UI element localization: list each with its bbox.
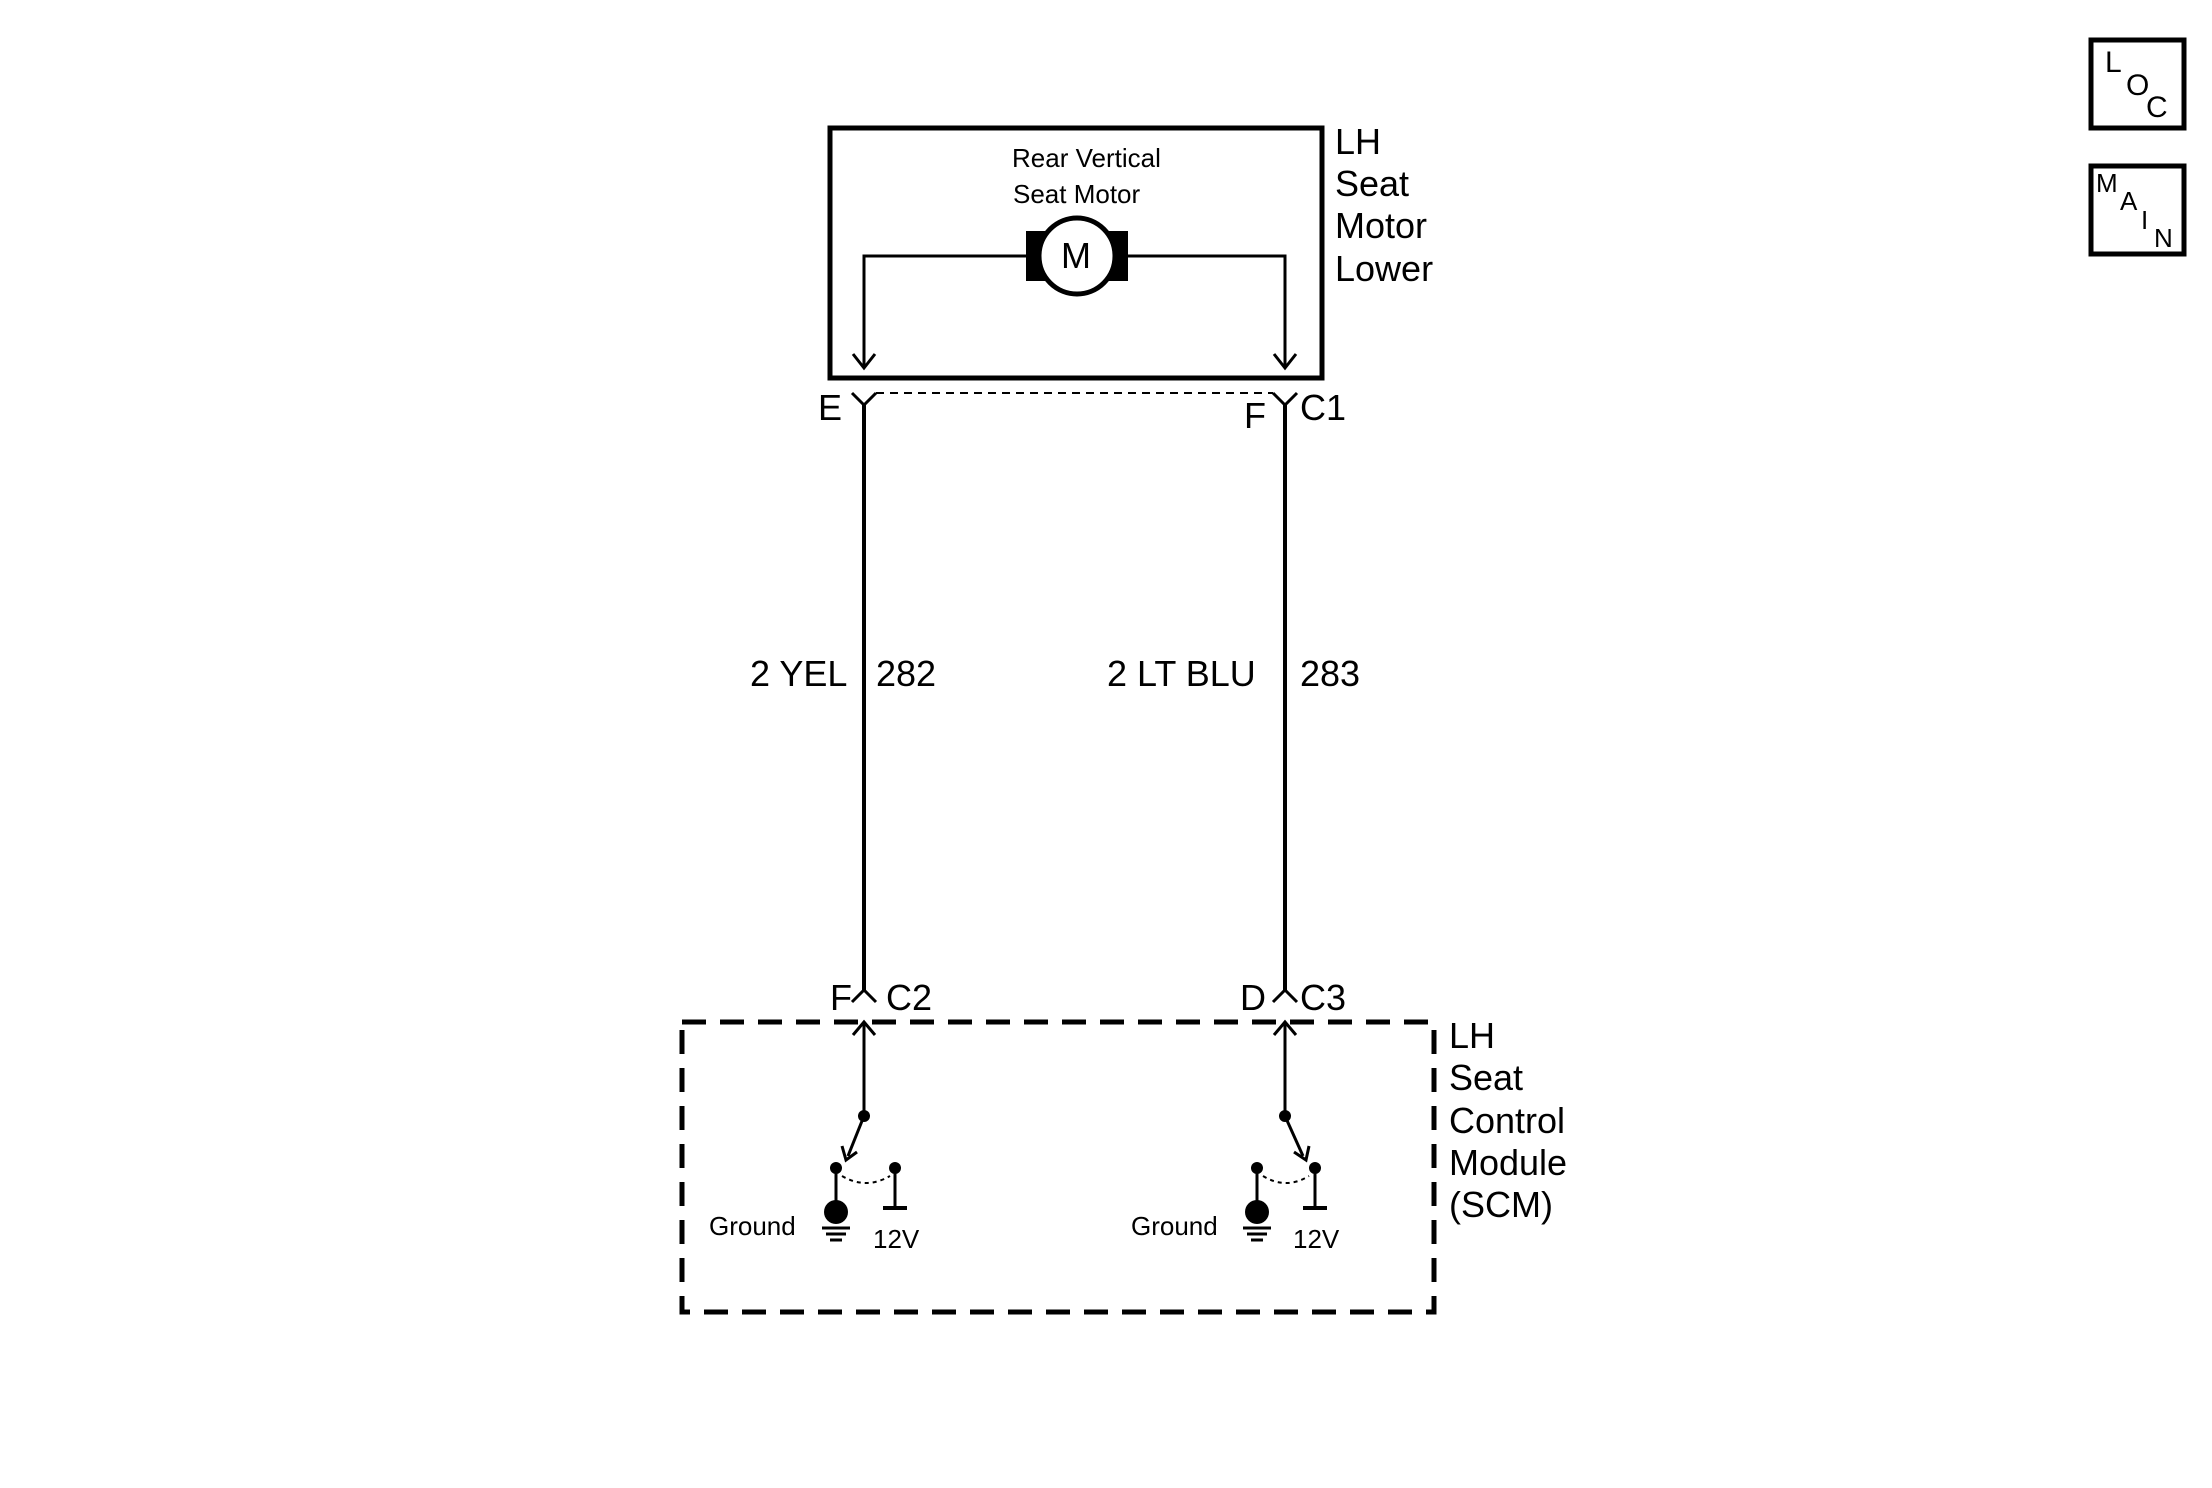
connector-female-icon — [850, 391, 878, 408]
wire-283-circuit: 283 — [1300, 653, 1360, 694]
motor-name-line-4: Lower — [1335, 248, 1433, 289]
pin-label-d-c3: D — [1240, 977, 1266, 1018]
main-letter-n: N — [2154, 223, 2173, 253]
switch-icon — [1251, 1019, 1327, 1210]
ground-icon — [1243, 1200, 1271, 1242]
main-letter-m: M — [2096, 168, 2118, 198]
module-name-line-5: (SCM) — [1449, 1184, 1553, 1225]
connector-label-c3: C3 — [1300, 977, 1346, 1018]
loc-letter-o: O — [2126, 69, 2149, 102]
motor-name-line-3: Motor — [1335, 205, 1427, 246]
ground-icon — [822, 1200, 850, 1242]
pin-label-f-c2: F — [830, 977, 852, 1018]
left-ground-label: Ground — [709, 1211, 796, 1241]
motor-name-line-2: Seat — [1335, 163, 1409, 204]
motor-symbol-label: M — [1061, 235, 1091, 276]
connector-female-icon — [1271, 391, 1299, 408]
connector-label-c2: C2 — [886, 977, 932, 1018]
arrow-down-icon — [851, 353, 877, 371]
motor-label-line-2: Seat Motor — [1013, 179, 1141, 209]
motor-component-box — [827, 125, 1325, 381]
module-name-line-3: Control — [1449, 1100, 1565, 1141]
right-ground-label: Ground — [1131, 1211, 1218, 1241]
motor-name-line-1: LH — [1335, 121, 1381, 162]
arrow-up-icon — [851, 1019, 877, 1036]
right-12v-label: 12V — [1293, 1224, 1340, 1254]
wire-282-circuit: 282 — [876, 653, 936, 694]
motor-icon: M — [1026, 215, 1128, 297]
connector-male-icon — [1271, 987, 1299, 1004]
wire-283-color: 2 LT BLU — [1107, 653, 1256, 694]
arrow-down-icon — [1272, 353, 1298, 371]
loc-letter-l: L — [2105, 46, 2122, 79]
module-component-box — [679, 1019, 1437, 1315]
arrow-up-icon — [1272, 1019, 1298, 1036]
motor-internal-wire-left — [862, 254, 1028, 366]
pin-label-f: F — [1244, 395, 1266, 436]
switch-icon — [830, 1019, 907, 1210]
pin-label-e: E — [818, 387, 842, 428]
connector-c1: E F C1 — [818, 387, 1346, 436]
connector-c3: D C3 — [1240, 977, 1346, 1018]
module-name-line-4: Module — [1449, 1142, 1567, 1183]
connector-male-icon — [850, 987, 878, 1004]
module-name-line-2: Seat — [1449, 1057, 1523, 1098]
module-name-line-1: LH — [1449, 1015, 1495, 1056]
loc-button[interactable]: L O C — [2088, 37, 2187, 131]
main-button[interactable]: M A I N — [2088, 163, 2187, 257]
seat-motor-component: Rear Vertical Seat Motor M LH Seat Motor… — [827, 121, 1433, 381]
seat-control-module: LH Seat Control Module (SCM) Ground 12V — [679, 1015, 1567, 1315]
main-letter-a: A — [2120, 186, 2138, 216]
motor-internal-wire-right — [1126, 254, 1287, 366]
connector-label-c1: C1 — [1300, 387, 1346, 428]
wire-282-color: 2 YEL — [750, 653, 847, 694]
main-letter-i: I — [2141, 205, 2148, 235]
left-12v-label: 12V — [873, 1224, 920, 1254]
connector-c2: F C2 — [830, 977, 932, 1018]
loc-letter-c: C — [2146, 91, 2168, 124]
motor-label-line-1: Rear Vertical — [1012, 143, 1161, 173]
